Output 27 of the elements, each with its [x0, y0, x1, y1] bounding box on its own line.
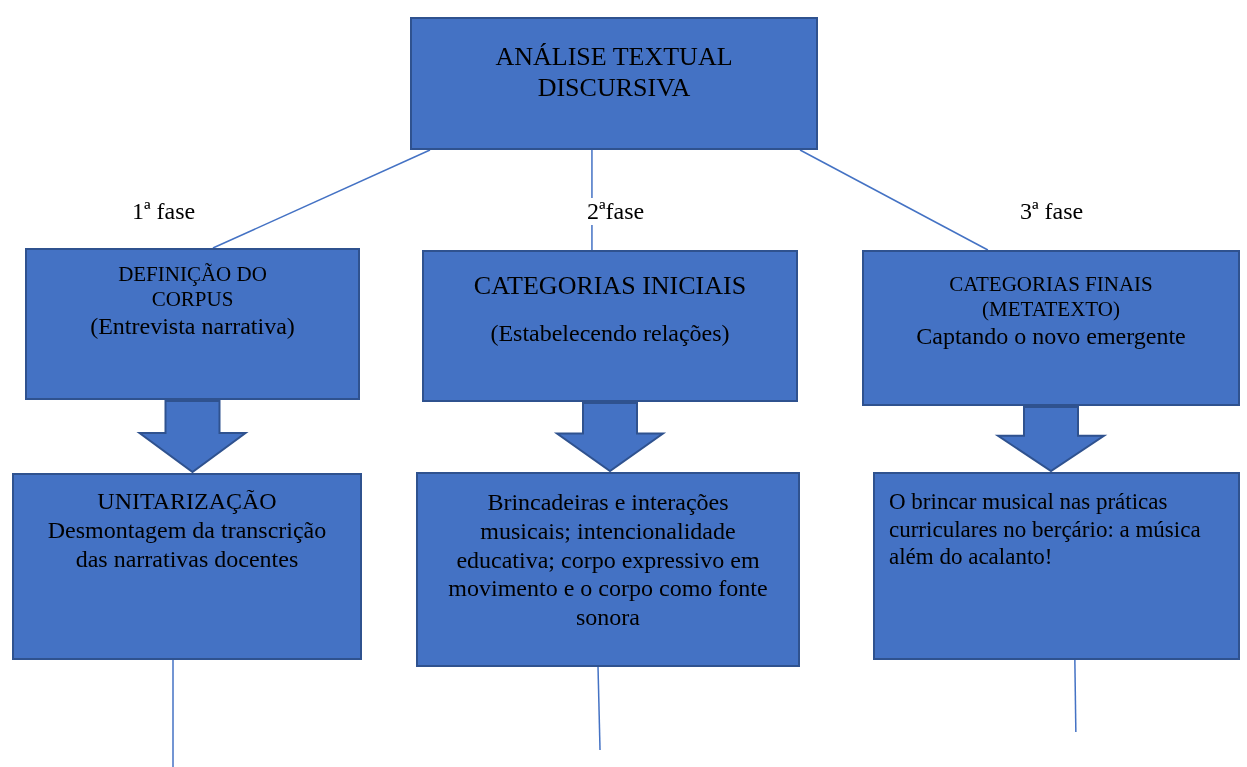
block-arrow: [994, 406, 1108, 473]
connector-line: [597, 666, 601, 751]
box-text: (Estabelecendo relações): [489, 319, 731, 348]
box-text: Desmontagem da transcrição das narrativas docentes: [46, 515, 328, 574]
connector-line: [172, 659, 174, 767]
box-heading: DEFINIÇÃO DO CORPUS: [117, 262, 268, 313]
box-heading: CATEGORIAS INICIAIS: [472, 270, 748, 302]
phase-box: [862, 250, 1240, 406]
phase-box: [25, 248, 360, 400]
block-arrow: [136, 400, 249, 474]
box-text: Captando o novo emergente: [915, 322, 1187, 352]
result-box: [416, 472, 800, 667]
box-text: (Entrevista narrativa): [89, 312, 296, 342]
box-heading: CATEGORIAS FINAIS (METATEXTO): [948, 272, 1154, 323]
box-text: ANÁLISE TEXTUAL DISCURSIVA: [494, 41, 734, 104]
title-box: [410, 17, 818, 150]
box-text: O brincar musical nas práticas curriculares no berçário: a música além do acalanto!: [889, 488, 1202, 571]
block-arrow: [553, 402, 667, 473]
result-box: [873, 472, 1240, 660]
connector-line: [212, 149, 431, 249]
box-text: Brincadeiras e interações musicais; intencionalidade educativa; corpo expressivo em movimento e o corpo como fonte sonora: [448, 488, 768, 632]
phase-label: 2ªfase: [585, 198, 647, 225]
connector-line: [1074, 659, 1077, 733]
result-box: [12, 473, 362, 660]
phase-box: [422, 250, 798, 402]
connector-line: [799, 149, 989, 251]
box-heading: UNITARIZAÇÃO: [96, 487, 278, 516]
